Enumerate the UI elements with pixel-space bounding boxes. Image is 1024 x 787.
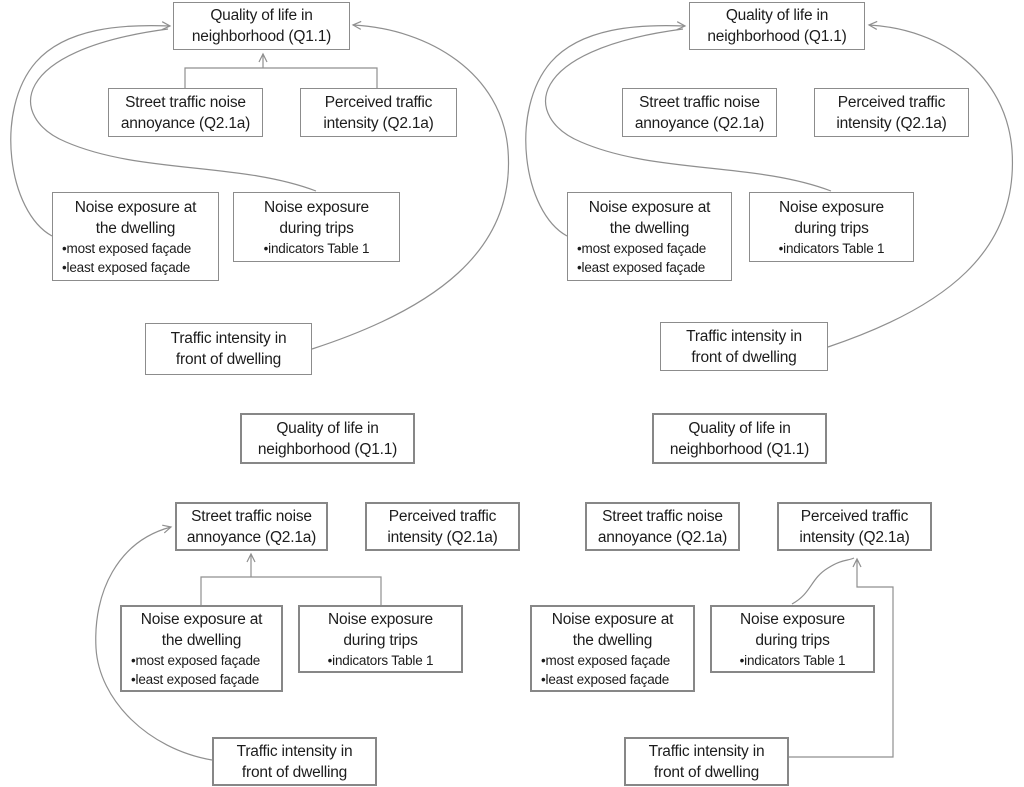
box-label-line: Perceived traffic (388, 507, 497, 525)
box-label-line: intensity (Q2.1a) (323, 114, 434, 132)
box-quality-of-life: Quality of life in neighborhood (Q1.1) (240, 413, 415, 464)
bracket-dwelling-trips-p3 (200, 576, 382, 605)
box-quality-of-life: Quality of life in neighborhood (Q1.1) (652, 413, 827, 464)
box-noise-exposure-dwelling: Noise exposure at the dwelling •most exp… (567, 192, 732, 281)
box-label-line: annoyance (Q2.1a) (597, 528, 728, 546)
box-label-line: front of dwelling (691, 348, 797, 366)
box-label-line: intensity (Q2.1a) (799, 528, 910, 546)
box-label-line: annoyance (Q2.1a) (186, 528, 317, 546)
box-perceived-traffic-intensity: Perceived traffic intensity (Q2.1a) (814, 88, 969, 137)
box-label-line: Traffic intensity in (648, 742, 765, 760)
box-label-line: Noise exposure (779, 198, 884, 216)
box-label-line: during trips (279, 219, 354, 237)
box-label-line: during trips (343, 631, 418, 649)
box-label-line: Street traffic noise (125, 93, 246, 111)
arrow-traffic-to-street-p3 (95, 524, 213, 761)
box-label-line: neighborhood (Q1.1) (191, 28, 332, 45)
box-quality-of-life: Quality of life in neighborhood (Q1.1) (689, 2, 865, 50)
box-label-line: Noise exposure (740, 610, 845, 628)
box-label-line: the dwelling (161, 631, 242, 649)
box-label-line: Quality of life in (210, 7, 313, 24)
arrow-traffic-to-perceived-p4 (789, 557, 894, 758)
box-label-line: the dwelling (95, 219, 176, 237)
bullet-item: •least exposed façade (541, 671, 670, 687)
box-label-line: intensity (Q2.1a) (836, 114, 947, 132)
box-label-line: Traffic intensity in (686, 327, 802, 345)
bullet-item: •indicators Table 1 (778, 240, 885, 256)
box-noise-exposure-dwelling: Noise exposure at the dwelling •most exp… (52, 192, 219, 281)
bullet-item: •indicators Table 1 (263, 240, 370, 256)
bullet-item: •most exposed façade (541, 652, 671, 668)
box-label-line: Quality of life in (688, 419, 791, 437)
arrow-trips-to-quality-p2 (545, 28, 832, 192)
box-label-line: Noise exposure (328, 610, 433, 628)
bullet-item: •most exposed façade (577, 240, 707, 256)
bullet-item: •indicators Table 1 (739, 652, 846, 668)
box-noise-exposure-trips: Noise exposure during trips •indicators … (298, 605, 463, 673)
box-label-line: Perceived traffic (837, 93, 946, 111)
bracket-street-perceived-p1 (184, 67, 378, 88)
bullet-item: •most exposed façade (62, 240, 192, 256)
box-street-noise-annoyance: Street traffic noise annoyance (Q2.1a) (108, 88, 263, 137)
box-traffic-intensity-front: Traffic intensity in front of dwelling (624, 737, 789, 786)
box-noise-exposure-trips: Noise exposure during trips •indicators … (749, 192, 914, 262)
box-label-line: during trips (794, 219, 869, 237)
box-label-line: annoyance (Q2.1a) (634, 114, 765, 132)
box-label-line: neighborhood (Q1.1) (257, 440, 398, 458)
arrow-traffic-to-quality-p2 (827, 20, 1014, 348)
box-label-line: Traffic intensity in (236, 742, 353, 760)
box-label-line: annoyance (Q2.1a) (120, 114, 251, 132)
bullet-item: •most exposed façade (131, 652, 261, 668)
box-label-line: Street traffic noise (639, 93, 760, 111)
box-noise-exposure-trips: Noise exposure during trips •indicators … (710, 605, 875, 673)
box-label-line: Noise exposure at (140, 610, 263, 628)
box-street-noise-annoyance: Street traffic noise annoyance (Q2.1a) (622, 88, 777, 137)
box-label-line: Quality of life in (276, 419, 379, 437)
bullet-item: •least exposed façade (62, 259, 191, 275)
box-label-line: intensity (Q2.1a) (387, 528, 498, 546)
arrow-dwelling-to-quality-p1 (10, 21, 172, 237)
box-label-line: Noise exposure (264, 198, 369, 216)
arrow-dwelling-to-quality-p2 (525, 21, 687, 237)
bullet-item: •indicators Table 1 (327, 652, 434, 668)
box-label-line: Noise exposure at (551, 610, 674, 628)
box-label-line: Perceived traffic (800, 507, 909, 525)
box-noise-exposure-dwelling: Noise exposure at the dwelling •most exp… (530, 605, 695, 692)
box-label-line: during trips (755, 631, 830, 649)
box-noise-exposure-trips: Noise exposure during trips •indicators … (233, 192, 400, 262)
arrow-traffic-to-quality-p1 (311, 20, 510, 350)
box-noise-exposure-dwelling: Noise exposure at the dwelling •most exp… (120, 605, 283, 692)
arrow-trips-to-perceived-p4 (791, 557, 855, 605)
box-label-line: the dwelling (572, 631, 653, 649)
bullet-item: •least exposed façade (577, 259, 706, 275)
box-label-line: Street traffic noise (191, 507, 312, 525)
box-label-line: Perceived traffic (324, 93, 433, 111)
box-traffic-intensity-front: Traffic intensity in front of dwelling (212, 737, 377, 786)
box-quality-of-life: Quality of life in neighborhood (Q1.1) (173, 2, 350, 50)
box-label-line: front of dwelling (653, 763, 760, 781)
box-label-line: neighborhood (Q1.1) (669, 440, 810, 458)
box-perceived-traffic-intensity: Perceived traffic intensity (Q2.1a) (777, 502, 932, 551)
box-label-line: Street traffic noise (602, 507, 723, 525)
box-label-line: front of dwelling (241, 763, 348, 781)
box-label-line: the dwelling (609, 219, 690, 237)
box-label-line: Traffic intensity in (170, 330, 287, 347)
box-traffic-intensity-front: Traffic intensity in front of dwelling (145, 323, 312, 375)
arrow-trips-to-quality-p1 (30, 28, 317, 192)
box-perceived-traffic-intensity: Perceived traffic intensity (Q2.1a) (365, 502, 520, 551)
bullet-item: •least exposed façade (131, 671, 260, 687)
box-perceived-traffic-intensity: Perceived traffic intensity (Q2.1a) (300, 88, 457, 137)
box-street-noise-annoyance: Street traffic noise annoyance (Q2.1a) (585, 502, 740, 551)
box-label-line: front of dwelling (175, 351, 282, 368)
box-label-line: Noise exposure at (588, 198, 711, 216)
box-label-line: Noise exposure at (74, 198, 197, 216)
box-label-line: neighborhood (Q1.1) (707, 28, 847, 45)
box-street-noise-annoyance: Street traffic noise annoyance (Q2.1a) (175, 502, 328, 551)
box-label-line: Quality of life in (725, 7, 829, 24)
box-traffic-intensity-front: Traffic intensity in front of dwelling (660, 322, 828, 371)
